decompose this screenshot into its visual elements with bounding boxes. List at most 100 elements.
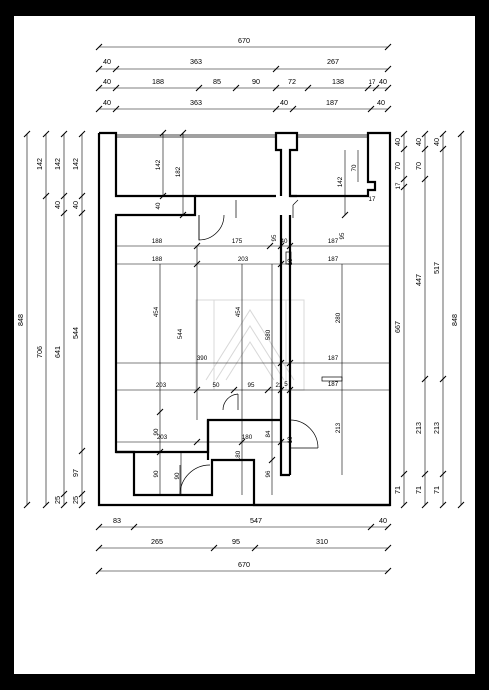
right-dimension-col-2: 40 70 447 213 71 [414, 130, 429, 509]
dim-label: 40 [71, 201, 80, 209]
dim-label: 142 [53, 158, 62, 170]
dim-label: 70 [351, 164, 358, 171]
dim-label: 70 [393, 162, 402, 170]
dim-label: 25 [53, 496, 62, 504]
dim-label: 180 [242, 434, 253, 441]
dim-label: 95 [248, 382, 255, 389]
dim-label: 175 [232, 238, 243, 245]
watermark-logo [195, 299, 305, 391]
dim-label: 142 [155, 159, 162, 170]
dim-label: 203 [157, 434, 168, 441]
dim-label: 267 [327, 57, 339, 66]
left-dimension-col-3: 142 40 641 25 [53, 130, 68, 509]
dim-label: 40 [414, 138, 423, 146]
dim-label: 72 [288, 77, 296, 86]
dim-label: 454 [153, 306, 160, 317]
dim-label: 40 [281, 238, 288, 245]
left-dimension-col-4: 142 40 544 97 25 [71, 130, 86, 509]
right-dimension-col-1: 40 70 17 667 71 [393, 130, 408, 509]
bottom-dimension-row-1: 83 547 40 [95, 516, 392, 531]
right-dimension-outer: 848 [450, 130, 465, 509]
bottom-dimension-total: 670 [95, 560, 392, 575]
dim-label: 142 [337, 176, 344, 187]
dim-label: 40 [103, 77, 111, 86]
dim-label: 706 [35, 346, 44, 358]
dim-label: 310 [316, 537, 328, 546]
drawing-sheet [14, 16, 475, 674]
top-dimension-total: 670 [95, 36, 392, 51]
dim-label: 280 [335, 312, 342, 323]
dim-label: 5 [284, 381, 288, 388]
dim-label: 544 [177, 328, 184, 339]
dim-label: 40 [103, 98, 111, 107]
dim-label: 90 [153, 470, 160, 477]
interior-dimensions: 142 182 40 70 142 17 188 175 95 40 187 9… [116, 129, 390, 495]
dim-label: 363 [190, 57, 202, 66]
left-dimension-outer: 848 [16, 130, 31, 509]
dim-label: 40 [53, 201, 62, 209]
dim-label: 40 [432, 138, 441, 146]
dim-label: 97 [71, 469, 80, 477]
dim-label: 848 [450, 314, 459, 326]
right-dimension-col-3: 40 517 213 71 [432, 130, 447, 509]
dim-label: 90 [174, 472, 181, 479]
dim-label: 96 [265, 470, 272, 477]
dim-label: 70 [414, 162, 423, 170]
dim-label: 848 [16, 314, 25, 326]
dim-label: 10 [287, 258, 294, 265]
top-dimension-row-4: 40 363 40 187 40 [95, 98, 392, 113]
dim-label: 71 [393, 486, 402, 494]
dim-label: 188 [152, 77, 164, 86]
dim-label: 71 [414, 486, 423, 494]
walls [97, 131, 392, 507]
fixtures [285, 251, 343, 382]
dim-label: 17 [369, 79, 376, 86]
dim-label: 90 [252, 77, 260, 86]
top-dimension-row-2: 40 363 267 [95, 57, 392, 73]
dim-label: 454 [235, 306, 242, 317]
dim-label: 40 [393, 138, 402, 146]
dim-label: 40 [155, 202, 162, 209]
dim-label: 95 [232, 537, 240, 546]
bottom-dimension-row-2: 265 95 310 [95, 537, 392, 552]
dim-label: 40 [379, 516, 387, 525]
windows [116, 134, 368, 138]
dim-label: 188 [152, 238, 163, 245]
dim-label: 50 [213, 382, 220, 389]
dim-label: 213 [414, 422, 423, 434]
dim-label: 203 [238, 256, 249, 263]
top-dimension-row-3: 40 188 85 90 72 138 17 40 [95, 77, 392, 92]
dim-label: 544 [71, 327, 80, 339]
dim-label: 187 [328, 238, 339, 245]
dim-label: 641 [53, 346, 62, 358]
dim-label: 40 [379, 77, 387, 86]
dim-label: 40 [103, 57, 111, 66]
dim-label: 390 [197, 355, 208, 362]
dim-label: 363 [190, 98, 202, 107]
dim-label: 95 [339, 232, 346, 239]
dim-label: 71 [432, 486, 441, 494]
dim-label: 213 [432, 422, 441, 434]
dim-label: 40 [377, 98, 385, 107]
dim-label: 17 [395, 182, 402, 189]
dim-label: 95 [271, 234, 278, 241]
dim-label: 40 [280, 98, 288, 107]
dim-label: 447 [414, 274, 423, 286]
dim-label: 187 [328, 381, 339, 388]
dim-label: 180 [235, 450, 242, 461]
dim-label: 213 [335, 422, 342, 433]
dim-label: 142 [71, 158, 80, 170]
dim-label: 17 [369, 196, 376, 203]
dim-label: 142 [35, 158, 44, 170]
dim-label: 138 [332, 77, 344, 86]
dim-label: 83 [113, 516, 121, 525]
dim-label: 203 [156, 382, 167, 389]
dim-label: 85 [213, 77, 221, 86]
left-dimension-col-2: 142 706 [35, 130, 50, 509]
dim-label: 580 [265, 329, 272, 340]
dim-label: 84 [265, 430, 272, 437]
dim-label: 187 [328, 256, 339, 263]
dim-label: 90 [153, 428, 160, 435]
dim-label: 187 [326, 98, 338, 107]
